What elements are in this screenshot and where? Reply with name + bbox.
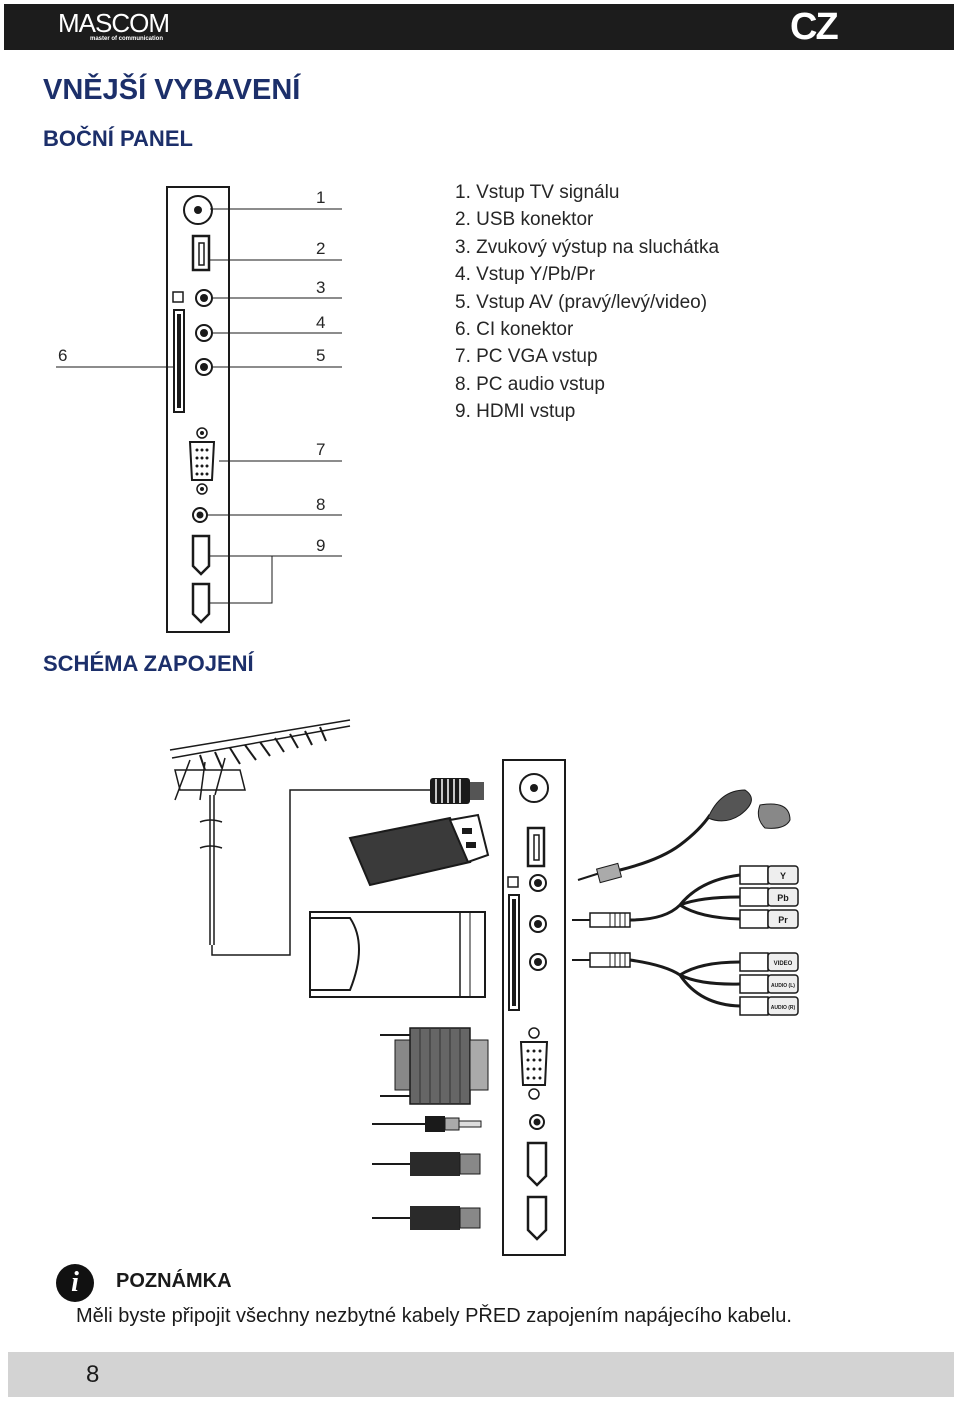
page-title: VNĚJŠÍ VYBAVENÍ [43,74,301,106]
callout-9: 9 [316,536,326,555]
legend-item: 3. Zvukový výstup na sluchátka [455,236,720,258]
callout-3: 3 [316,278,326,297]
callout-6: 6 [58,346,68,365]
legend-item: 5. Vstup AV (pravý/levý/video) [455,291,708,313]
coax-plug-icon [430,778,484,804]
callout-1: 1 [316,188,326,207]
component-cable-icon [572,873,741,1008]
legend-item: 6. CI konektor [455,319,574,341]
legend-item: 8. PC audio vstup [455,373,605,395]
headphones-icon [577,789,791,884]
note-text: Měli byste připojit všechny nezbytné kab… [76,1305,792,1327]
vga-plug-icon [380,1027,489,1105]
legend-item: 7. PC VGA vstup [455,346,598,368]
plug-label-pb: Pb [777,893,789,903]
mascom-logo: MASCOM master of communication [58,8,170,42]
usb-stick-icon [348,813,490,887]
logo-text: MASCOM [58,8,170,38]
callout-5: 5 [316,346,326,365]
indicator-square [172,291,184,303]
plug-label-pr: Pr [778,915,788,925]
legend-item: 9. HDMI vstup [455,401,576,423]
footer-bar [8,1352,954,1397]
logo-tagline: master of communication [90,36,164,42]
page-number: 8 [86,1361,100,1388]
legend-item: 1. Vstup TV signálu [455,182,620,203]
panel-outline [166,186,230,633]
info-icon: i [56,1264,94,1302]
tv-side-panel [502,759,566,1256]
antenna-icon [169,719,430,956]
callout-2: 2 [316,239,326,258]
callout-8: 8 [316,495,326,514]
legend-item: 2. USB konektor [455,209,594,231]
callout-7: 7 [316,440,326,459]
rca-plugs [739,865,799,1016]
port-legend: 1. Vstup TV signálu 2. USB konektor 3. Z… [455,179,719,426]
ci-card-icon [309,911,486,998]
side-panel-heading: BOČNÍ PANEL [43,126,193,151]
vga-port [188,427,216,495]
callout-4: 4 [316,313,326,332]
callout-leaders [56,208,342,604]
wiring-heading: SCHÉMA ZAPOJENÍ [43,651,254,676]
plug-label-video: VIDEO [774,961,793,967]
legend-item: 4. Vstup Y/Pb/Pr [455,264,596,286]
audio-plug-icon [372,1116,482,1132]
language-code: CZ [790,6,839,48]
plug-label-audio-r: AUDIO (R) [771,1005,796,1011]
plug-label-y: Y [780,871,786,881]
plug-label-audio-l: AUDIO (L) [771,983,795,989]
jacks [195,289,213,376]
hdmi-plug-icon [372,1152,481,1230]
hdmi-ports [191,534,211,624]
note-title: POZNÁMKA [116,1270,232,1292]
header-bar: MASCOM master of communication CZ [4,4,954,50]
